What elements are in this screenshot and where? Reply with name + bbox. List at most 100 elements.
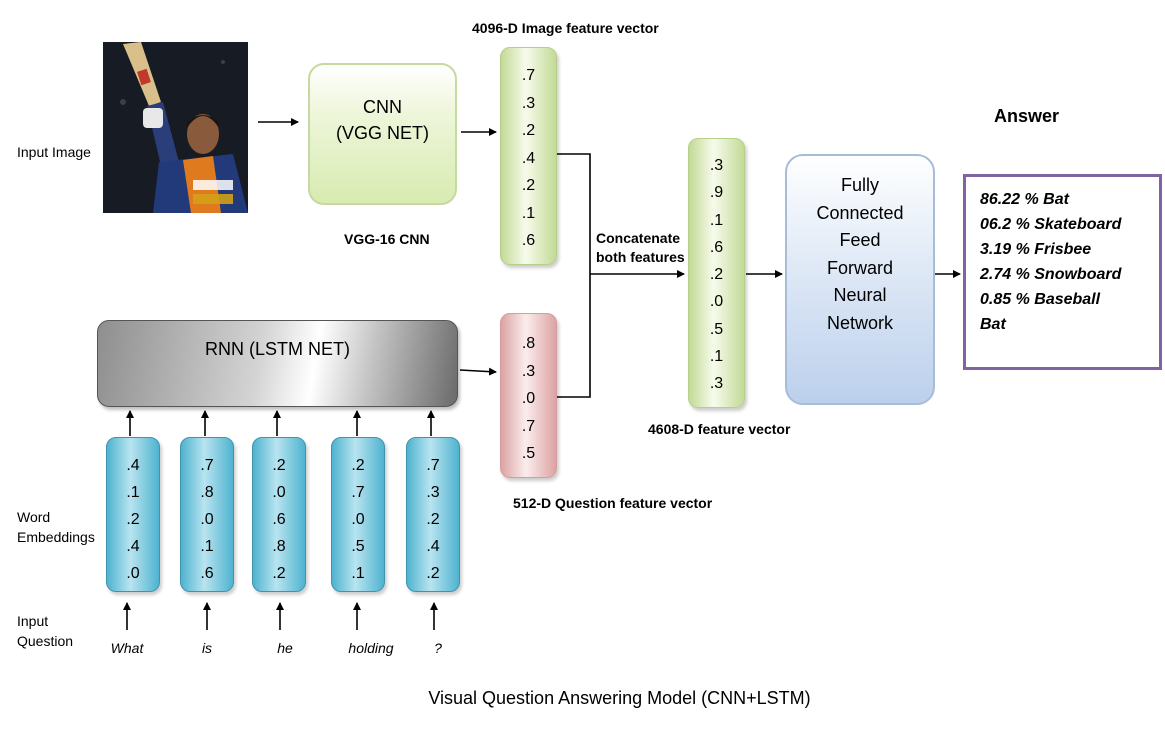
answer-line: 0.85 % Baseball <box>980 291 1101 308</box>
word-embeddings-label-line2: Embeddings <box>17 529 95 545</box>
embedding-value: .7 <box>351 484 365 501</box>
question-vector-value: .5 <box>521 445 536 462</box>
combined-vector-value: .1 <box>709 348 724 366</box>
combined-feature-vector: .3 .9 .1 .6 .2 .0 .5 .1 .3 <box>688 138 745 408</box>
input-question-label: Input Question <box>17 611 73 651</box>
diagram-caption: Visual Question Answering Model (CNN+LST… <box>0 688 1165 709</box>
image-vector-value: .6 <box>521 232 536 249</box>
line-image-vector-to-concat <box>557 153 591 274</box>
image-vector-value: .2 <box>521 177 536 194</box>
question-vector-value: .3 <box>521 362 536 380</box>
vgg16-label: VGG-16 CNN <box>344 231 430 247</box>
word-embeddings-label: Word Embeddings <box>17 507 95 547</box>
embedding-value: .2 <box>351 457 365 474</box>
combined-vector-value: .3 <box>709 375 724 393</box>
word-embedding-vector: .4 .1 .2 .4 .0 <box>106 437 160 592</box>
answer-line: 2.74 % Snowboard <box>980 266 1122 283</box>
question-word: ? <box>434 640 442 656</box>
fc-label-line: Connected <box>816 202 904 223</box>
answer-line: 86.22 % Bat <box>980 191 1069 208</box>
concatenate-label-line1: Concatenate <box>596 230 681 246</box>
input-image-photo <box>103 42 248 213</box>
embedding-value: .6 <box>200 565 214 582</box>
embedding-value: .0 <box>126 565 140 582</box>
cnn-title: CNN <box>363 97 402 117</box>
fc-label-line: Forward <box>826 257 893 278</box>
line-question-vector-to-concat <box>557 274 591 398</box>
question-vector-label: 512-D Question feature vector <box>513 495 713 511</box>
answer-title: Answer <box>994 106 1060 126</box>
embedding-value: .7 <box>426 457 440 474</box>
answer-line: Bat <box>980 316 1006 333</box>
embedding-value: .2 <box>426 511 440 528</box>
answer-box: 86.22 % Bat 06.2 % Skateboard 3.19 % Frisb… <box>963 174 1162 370</box>
concatenate-label-line2: both features <box>596 249 685 265</box>
embedding-value: .4 <box>126 457 140 474</box>
embedding-value: .6 <box>272 511 286 528</box>
rnn-lstm-label: RNN (LSTM NET) <box>205 339 350 359</box>
embedding-value: .2 <box>126 511 140 528</box>
word-embedding-vector: .2 .0 .6 .8 .2 <box>252 437 306 592</box>
question-word: What <box>110 640 144 656</box>
embedding-value: .8 <box>200 484 214 501</box>
image-feature-vector-title: 4096-D Image feature vector <box>472 20 659 36</box>
question-word: is <box>201 640 213 656</box>
cricketer-illustration <box>103 42 248 213</box>
image-vector-value: .2 <box>521 122 536 139</box>
question-word: he <box>277 640 293 656</box>
rnn-lstm-block: RNN (LSTM NET) <box>97 320 458 407</box>
combined-vector-value: .9 <box>709 184 724 202</box>
embedding-value: .0 <box>272 484 286 501</box>
embedding-value: .8 <box>272 538 286 555</box>
embedding-value: .5 <box>351 538 365 555</box>
embedding-value: .1 <box>351 565 365 582</box>
question-word: holding <box>348 640 394 656</box>
image-vector-value: .3 <box>521 94 536 112</box>
answer-line: 06.2 % Skateboard <box>980 216 1122 233</box>
combined-vector-value: .0 <box>709 293 724 311</box>
embedding-value: .0 <box>200 511 214 528</box>
fc-label-line: Neural <box>833 285 887 305</box>
fc-label-line: Network <box>826 312 893 333</box>
input-question-label-line1: Input <box>17 613 49 629</box>
word-embeddings-label-line1: Word <box>17 509 51 525</box>
question-feature-vector: .8 .3 .0 .7 .5 <box>500 313 557 478</box>
image-feature-vector: .7 .3 .2 .4 .2 .1 .6 <box>500 47 557 265</box>
embedding-value: .7 <box>200 457 214 474</box>
question-vector-value: .0 <box>521 390 536 407</box>
image-vector-value: .4 <box>521 149 536 167</box>
concatenate-label: Concatenate both features <box>596 229 685 267</box>
embedding-value: .1 <box>126 484 140 501</box>
word-embedding-vector: .2 .7 .0 .5 .1 <box>331 437 385 592</box>
cnn-subtitle: (VGG NET) <box>336 123 429 143</box>
question-vector-value: .8 <box>521 335 536 352</box>
embedding-value: .2 <box>426 565 440 582</box>
image-vector-value: .1 <box>521 204 536 222</box>
combined-vector-value: .3 <box>709 157 724 174</box>
fc-label-line: Fully <box>840 175 879 195</box>
combined-vector-label: 4608-D feature vector <box>648 421 791 437</box>
word-embedding-vector: .7.8.0.1.6 <box>180 437 234 592</box>
combined-vector-value: .6 <box>709 238 724 256</box>
question-vector-value: .7 <box>521 417 536 435</box>
embedding-value: .4 <box>426 538 440 555</box>
embedding-value: .0 <box>351 511 365 528</box>
image-vector-value: .7 <box>521 67 536 84</box>
combined-vector-value: .1 <box>709 211 724 229</box>
embedding-value: .3 <box>426 484 440 501</box>
answer-line: 3.19 % Frisbee <box>980 241 1092 258</box>
cnn-block: CNN (VGG NET) <box>308 63 457 205</box>
embedding-value: .4 <box>126 538 140 555</box>
fc-label-line: Feed <box>839 230 881 250</box>
embedding-value: .2 <box>272 565 286 582</box>
diagram-caption-text: Visual Question Answering Model (CNN+LST… <box>428 688 811 708</box>
word-embedding-vector: .7 .3 .2 .4 .2 <box>406 437 460 592</box>
input-image-label: Input Image <box>17 144 91 160</box>
embedding-value: .2 <box>272 457 286 474</box>
input-question-label-line2: Question <box>17 633 74 649</box>
arrow-rnn-to-question-vector <box>459 367 497 376</box>
combined-vector-value: .2 <box>709 266 724 284</box>
combined-vector-value: .5 <box>709 320 724 338</box>
